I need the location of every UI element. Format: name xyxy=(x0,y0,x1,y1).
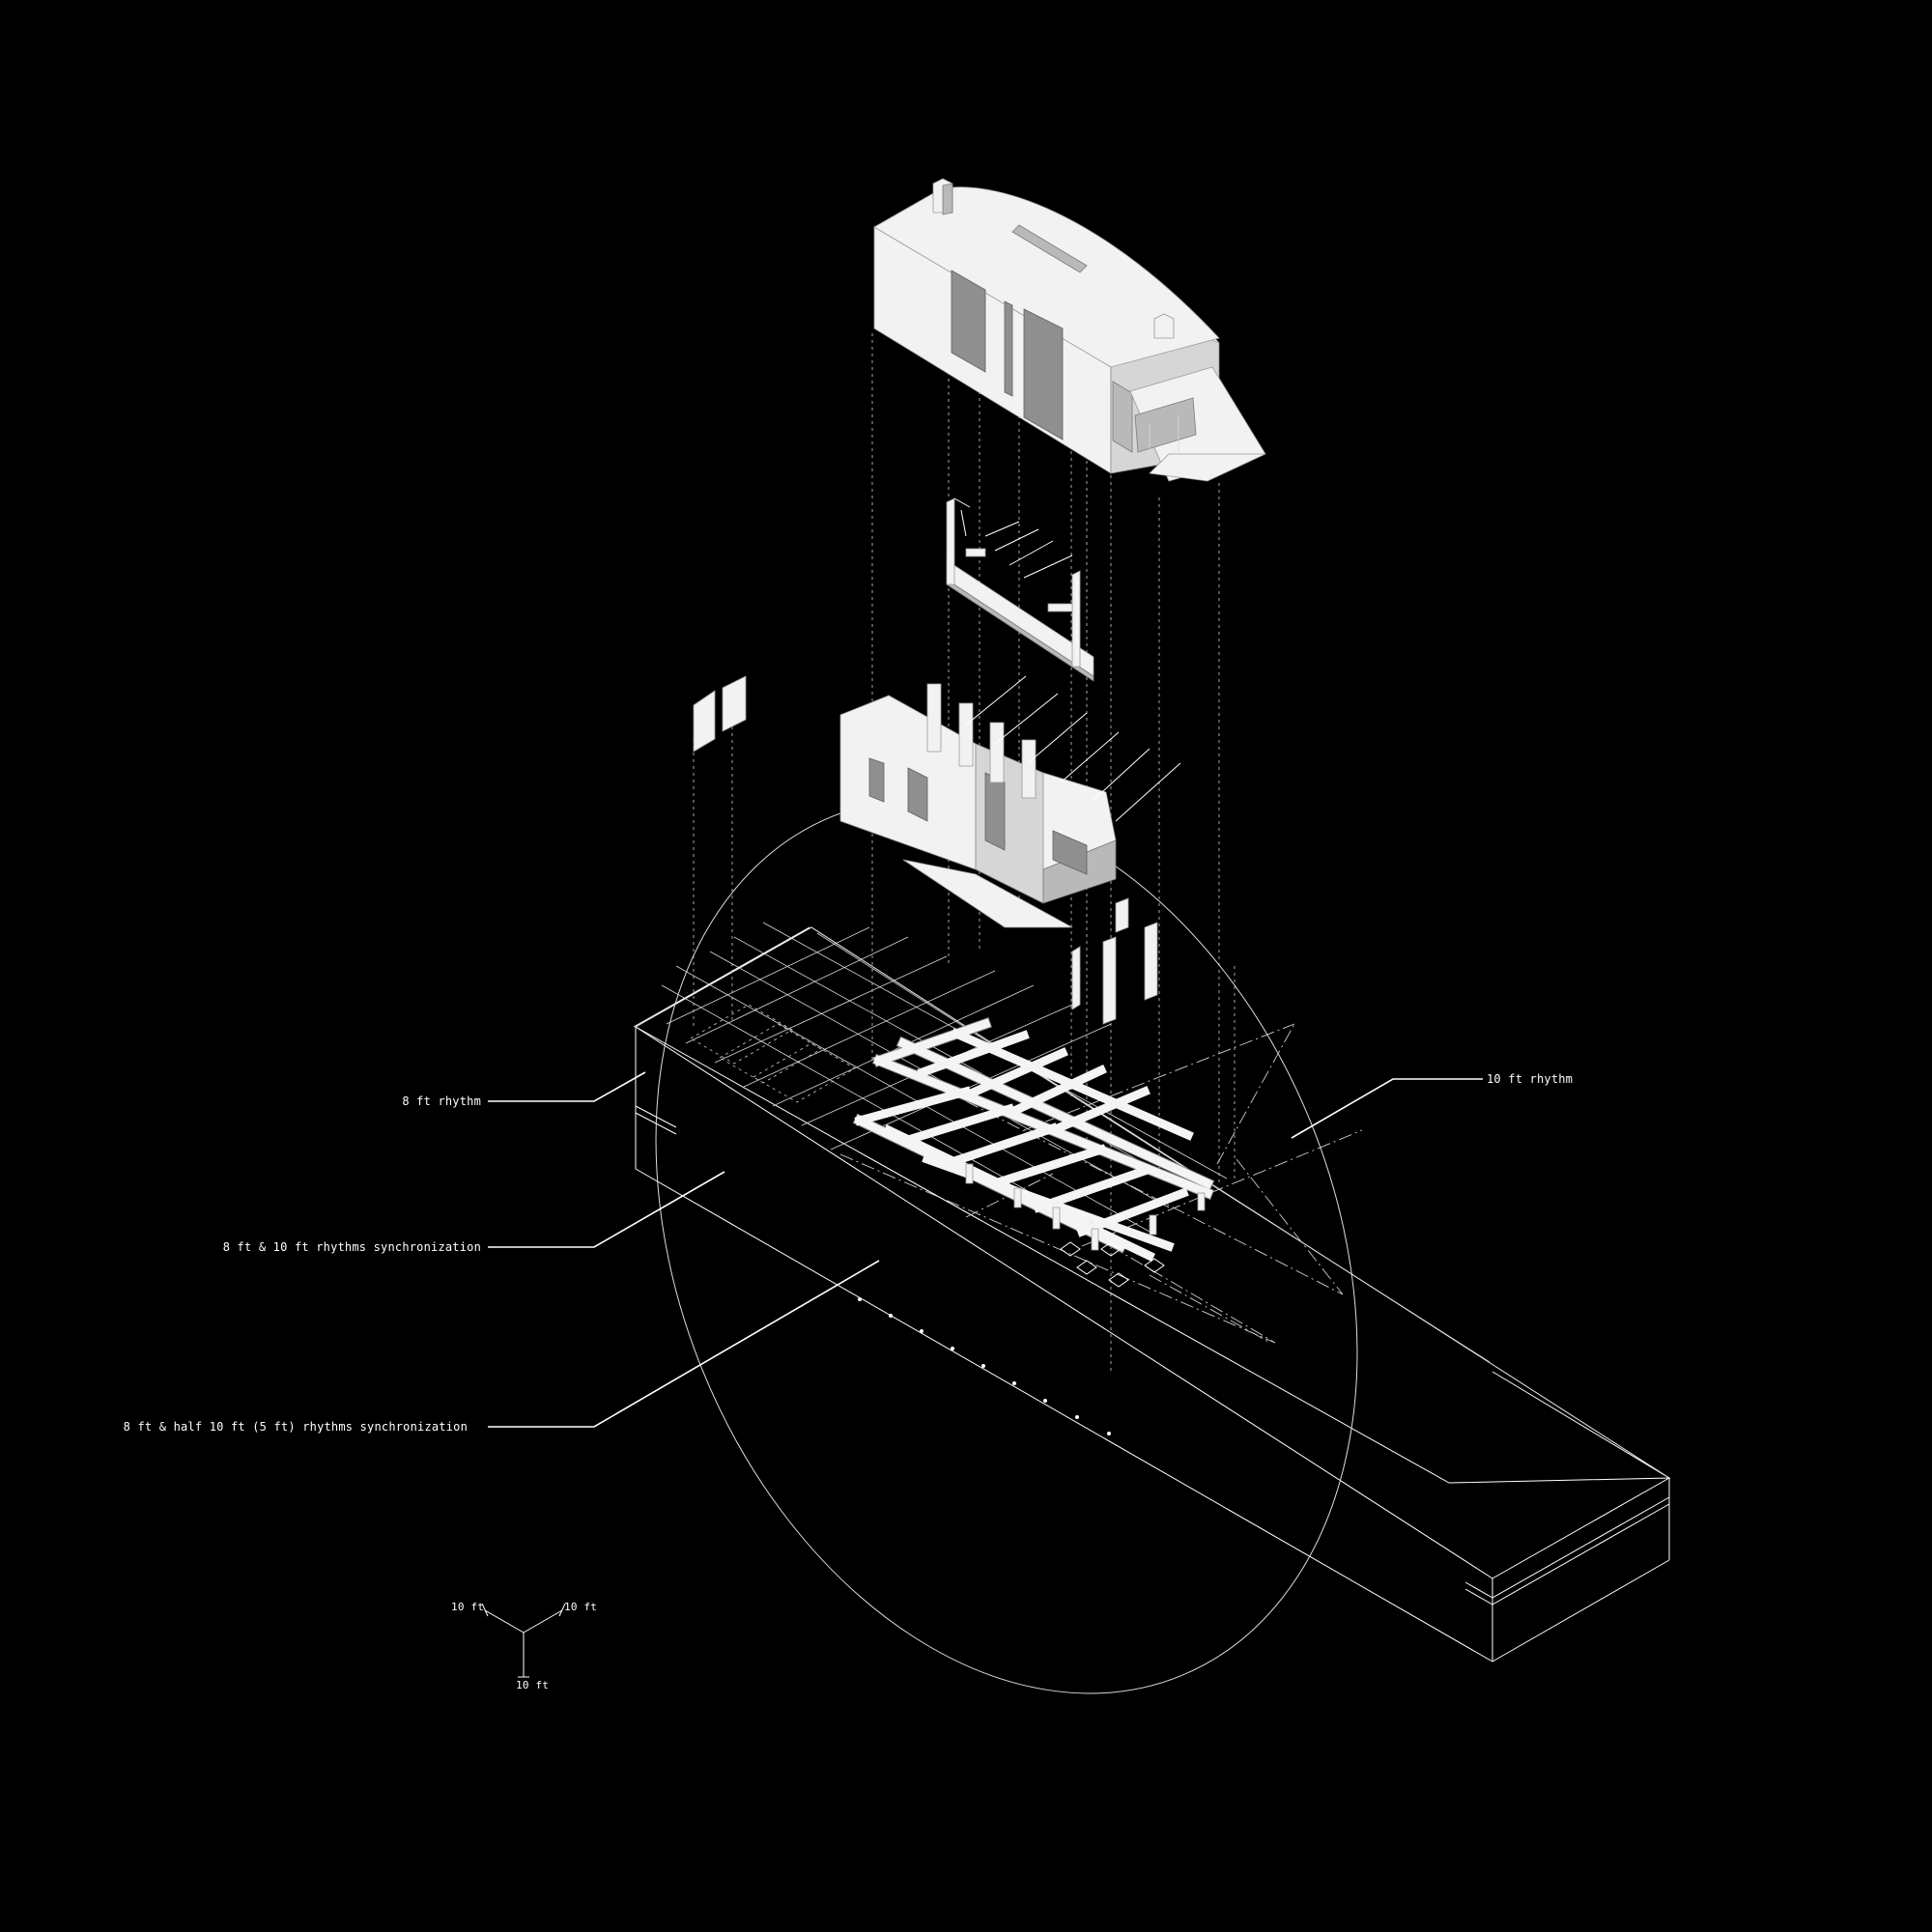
label-8ft-10ft-sync: 8 ft & 10 ft rhythms synchronization xyxy=(223,1240,481,1254)
wall-module xyxy=(693,675,1181,1025)
scale-key-left-label: 10 ft xyxy=(451,1601,484,1613)
scale-key-right-label: 10 ft xyxy=(564,1601,597,1613)
frame-module xyxy=(946,497,1094,682)
rhythm-markers xyxy=(858,1297,1111,1435)
scale-key: 10 ft 10 ft 10 ft xyxy=(451,1601,597,1691)
scale-key-bottom-label: 10 ft xyxy=(516,1679,549,1691)
label-8ft-rhythm: 8 ft rhythm xyxy=(402,1094,481,1108)
rhythm-grid-lines xyxy=(661,922,1363,1344)
label-10ft-rhythm: 10 ft rhythm xyxy=(1487,1072,1573,1086)
foundation-grid xyxy=(852,1017,1215,1288)
upper-house-module xyxy=(872,178,1266,482)
leader-lines xyxy=(488,1071,1483,1428)
site-base-box xyxy=(633,926,1671,1662)
site-ellipse xyxy=(655,798,1358,1694)
label-8ft-half-10ft-sync: 8 ft & half 10 ft (5 ft) rhythms synchro… xyxy=(124,1420,468,1434)
